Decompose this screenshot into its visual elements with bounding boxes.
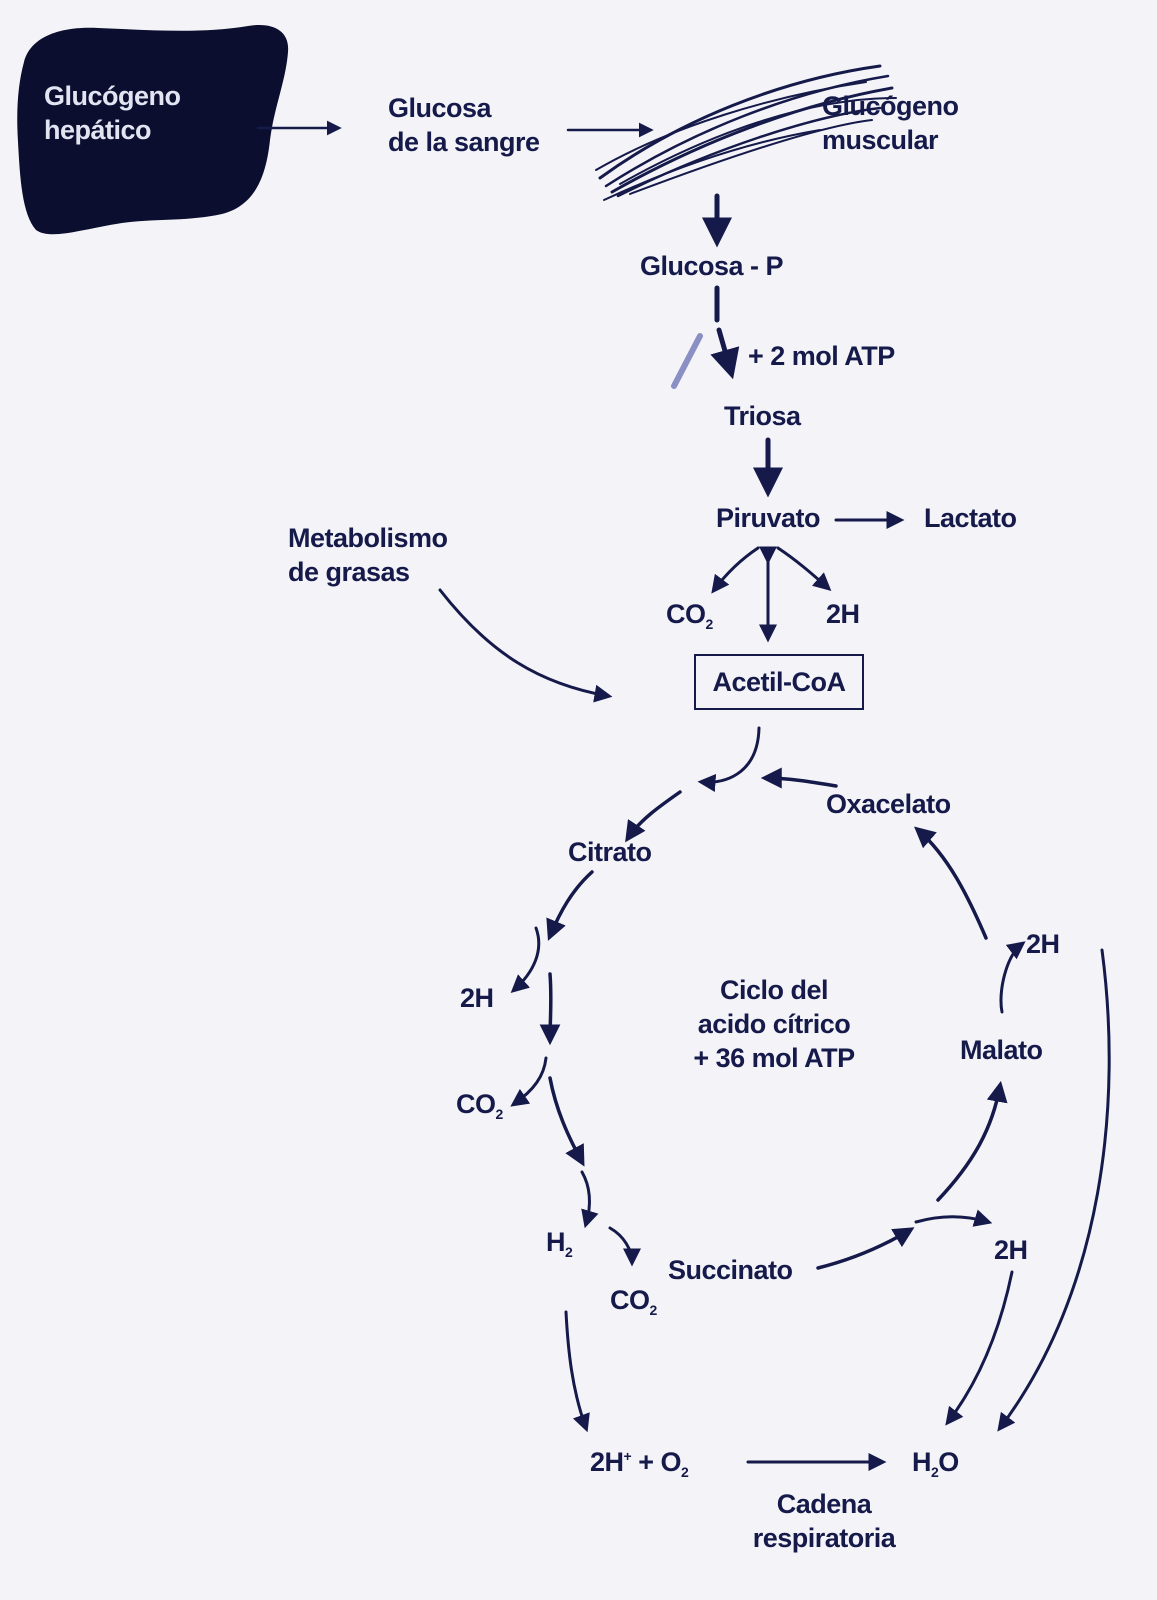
arrow-to-h2-small	[580, 1170, 599, 1229]
text: + O	[631, 1447, 681, 1477]
arrow-citrato-down	[546, 870, 594, 941]
label-lactato: Lactato	[924, 503, 1017, 533]
arrow-grey-branch	[671, 333, 703, 389]
label-line: hepático	[44, 114, 152, 145]
label-line: Cadena	[776, 1489, 872, 1519]
arrow-2h-upper-to-h2o	[997, 948, 1111, 1432]
superscript: +	[623, 1448, 632, 1464]
subscript: 2	[565, 1244, 573, 1260]
arrow-malato-to-oxacelato	[914, 826, 988, 940]
arrow-fat-to-acetil	[438, 588, 613, 703]
label-glucogeno-muscular: Glucógeno muscular	[822, 90, 959, 158]
label-line: + 36 mol ATP	[693, 1042, 855, 1073]
label-co2-piruvato: CO2	[666, 598, 713, 634]
label-acetil-coa: Acetil-CoA	[712, 666, 846, 697]
text: CO	[456, 1089, 496, 1119]
subscript: 2	[705, 616, 714, 632]
label-metabolismo-grasas: Metabolismo de grasas	[288, 522, 448, 590]
arrow-acetil-into-cycle	[697, 726, 761, 792]
label-atp-2: + 2 mol ATP	[748, 341, 895, 371]
acetil-coa-box: Acetil-CoA	[694, 654, 864, 710]
arrow-left-down-1	[539, 972, 561, 1046]
label-glucogeno-hepatico: Glucógeno hepático	[44, 80, 181, 148]
subscript: 2	[649, 1302, 658, 1318]
label-co2-left: CO2	[456, 1088, 503, 1124]
label-citrato: Citrato	[568, 837, 652, 867]
label-line: de la sangre	[388, 126, 540, 157]
text: CO	[610, 1285, 650, 1315]
label-2h-plus-o2: 2H+ + O2	[590, 1446, 689, 1482]
text: H	[546, 1227, 566, 1257]
label-succinato: Succinato	[668, 1255, 793, 1285]
label-triosa: Triosa	[724, 401, 801, 431]
label-line: Glucosa	[388, 93, 492, 123]
arrow-glucose-p-to-triosa	[710, 327, 740, 380]
arrow-piruvato-to-co2	[711, 546, 760, 594]
arrow-to-co2-lower	[608, 1226, 641, 1267]
label-piruvato: Piruvato	[716, 503, 821, 533]
arrow-cycle-to-co2-left	[510, 1056, 548, 1107]
arrow-succinato-to-right	[816, 1227, 915, 1270]
arrow-cycle-to-citrato	[625, 790, 682, 843]
label-cadena-respiratoria: Cadena respiratoria	[724, 1488, 924, 1556]
arrow-to-2h-lower-right	[914, 1209, 993, 1227]
label-line: Ciclo del	[719, 975, 829, 1005]
label-line: Glucógeno	[44, 81, 181, 111]
text: H	[912, 1447, 932, 1477]
label-h2o: H2O	[912, 1446, 959, 1482]
label-glucosa-sangre: Glucosa de la sangre	[388, 92, 540, 160]
label-line: de grasas	[288, 556, 410, 587]
arrow-piruvato-to-2h	[776, 546, 832, 591]
label-ciclo-acido-citrico: Ciclo del acido cítrico + 36 mol ATP	[684, 974, 864, 1075]
label-line: Glucógeno	[822, 91, 959, 121]
label-2h-upper-right: 2H	[1026, 929, 1060, 959]
arrow-left-down-2	[548, 1076, 585, 1167]
label-line: acido cítrico	[697, 1008, 851, 1039]
subscript: 2	[931, 1464, 939, 1480]
subscript: 2	[495, 1106, 504, 1122]
label-oxacelato: Oxacelato	[826, 789, 951, 819]
label-glucosa-p: Glucosa - P	[640, 251, 784, 281]
arrow-2h-lower-to-h2o	[945, 1270, 1014, 1426]
label-line: Metabolismo	[288, 523, 448, 553]
arrow-malato-to-2h	[999, 941, 1026, 1014]
subscript: 2	[680, 1464, 689, 1480]
label-line: respiratoria	[752, 1522, 896, 1553]
label-line: muscular	[822, 124, 939, 155]
label-2h-lower-right: 2H	[994, 1235, 1028, 1265]
muscle-icon	[595, 64, 897, 201]
label-2h-left: 2H	[460, 983, 494, 1013]
label-h2-small: H2	[546, 1226, 573, 1262]
arrow-oxacelato-into-cycle	[760, 767, 838, 789]
label-malato: Malato	[960, 1035, 1043, 1065]
label-co2-lower: CO2	[610, 1284, 657, 1320]
label-2h-piruvato: 2H	[826, 599, 860, 629]
text: CO	[666, 599, 706, 629]
liver-icon	[17, 25, 289, 235]
arrow-co2-to-hplus	[564, 1310, 590, 1433]
text: 2H	[590, 1447, 624, 1477]
arrow-to-malato	[936, 1080, 1008, 1202]
text: O	[938, 1447, 959, 1477]
arrow-cycle-to-2h-left	[510, 926, 541, 994]
